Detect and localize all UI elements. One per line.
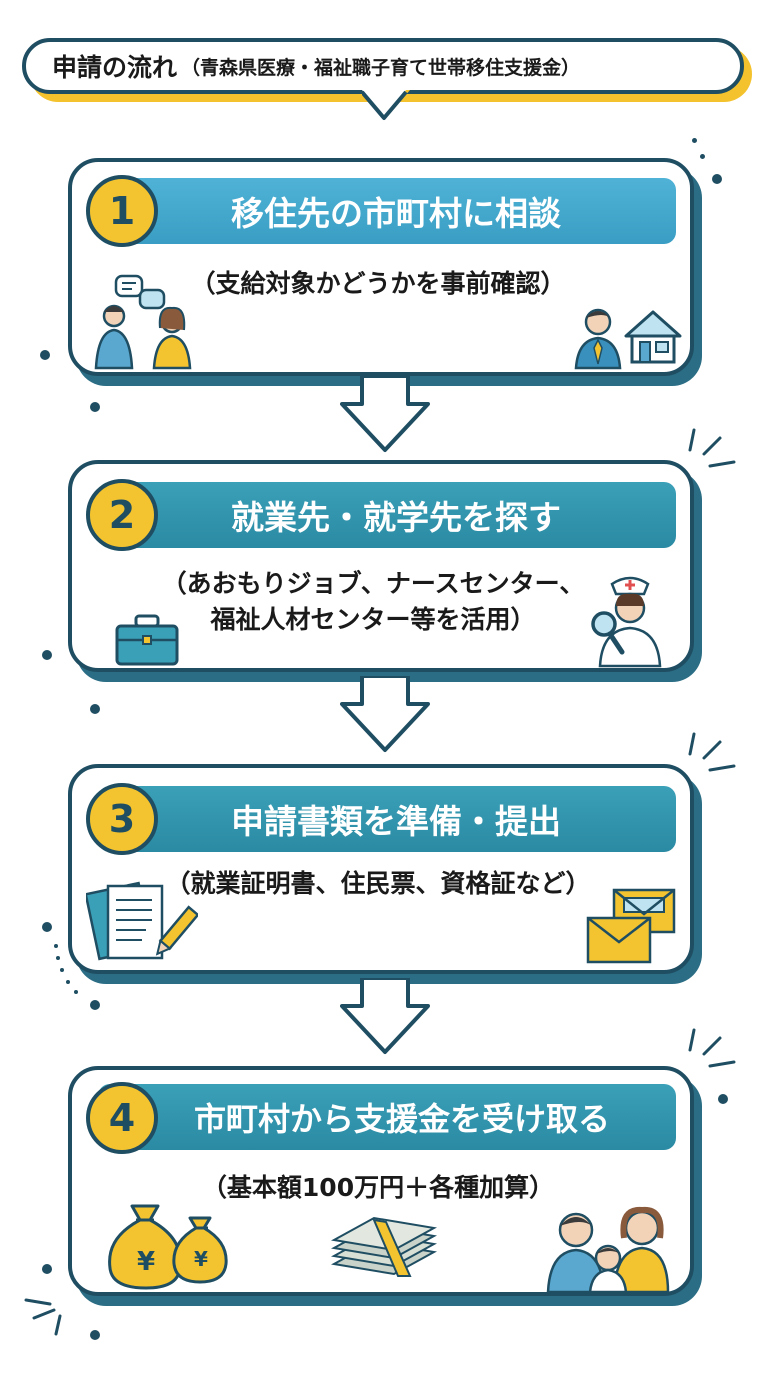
step-4-number: 4 bbox=[108, 1096, 136, 1140]
spark-lines-icon bbox=[688, 732, 736, 772]
flow-arrow-down-icon bbox=[340, 376, 430, 452]
step-3-header: 申請書類を準備・提出 bbox=[98, 786, 676, 852]
staff-person-icon bbox=[574, 308, 622, 370]
decor-dot bbox=[712, 174, 722, 184]
decor-dot bbox=[42, 1264, 52, 1274]
step-3-desc-line: （就業証明書、住民票、資格証など） bbox=[165, 869, 591, 898]
family-icon bbox=[546, 1206, 670, 1294]
yen-money-bags-icon: ¥ ¥ bbox=[108, 1204, 228, 1290]
step-3-number: 3 bbox=[108, 797, 136, 841]
step-4-description: （基本額100万円＋各種加算） bbox=[168, 1170, 588, 1206]
decor-dot bbox=[90, 402, 100, 412]
step-2-number-badge: 2 bbox=[86, 479, 158, 551]
decor-dot bbox=[90, 704, 100, 714]
page-subtitle: （青森県医療・福祉職子育て世帯移住支援金） bbox=[181, 56, 581, 79]
step-2-header: 就業先・就学先を探す bbox=[98, 482, 676, 548]
flow-arrow-down-icon bbox=[340, 676, 430, 752]
step-4-header: 市町村から支援金を受け取る bbox=[98, 1084, 676, 1150]
title-bubble: 申請の流れ （青森県医療・福祉職子育て世帯移住支援金） bbox=[22, 38, 744, 94]
step-3-description: （就業証明書、住民票、資格証など） bbox=[148, 866, 608, 902]
yen-symbol: ¥ bbox=[194, 1247, 208, 1271]
decor-dot bbox=[718, 1094, 728, 1104]
decor-dot bbox=[692, 138, 697, 143]
step-4-desc-line: （基本額100万円＋各種加算） bbox=[201, 1173, 555, 1202]
step-1-number-badge: 1 bbox=[86, 175, 158, 247]
step-2-desc-line: （あおもりジョブ、ナースセンター、 bbox=[161, 569, 585, 598]
step-3-number-badge: 3 bbox=[86, 783, 158, 855]
decor-dot bbox=[700, 154, 705, 159]
step-1-number: 1 bbox=[108, 189, 136, 233]
briefcase-icon bbox=[115, 614, 179, 666]
step-3-heading: 申請書類を準備・提出 bbox=[231, 802, 561, 841]
decor-dot bbox=[42, 650, 52, 660]
step-2-number: 2 bbox=[108, 493, 136, 537]
nurse-search-icon bbox=[591, 576, 662, 668]
flow-arrow-down-icon bbox=[340, 978, 430, 1054]
step-2-description: （あおもりジョブ、ナースセンター、 福祉人材センター等を活用） bbox=[148, 566, 598, 638]
step-1-header: 移住先の市町村に相談 bbox=[98, 178, 676, 244]
envelopes-icon bbox=[586, 888, 676, 964]
dotted-arc-icon bbox=[54, 944, 78, 994]
documents-pencil-icon bbox=[86, 881, 198, 961]
page-title: 申請の流れ bbox=[52, 53, 178, 82]
step-1-desc-line: （支給対象かどうかを事前確認） bbox=[190, 269, 566, 298]
decor-dot bbox=[40, 350, 50, 360]
decor-dot bbox=[90, 1330, 100, 1340]
step-4-number-badge: 4 bbox=[86, 1082, 158, 1154]
step-2-heading: 就業先・就学先を探す bbox=[231, 498, 561, 537]
decor-dot bbox=[90, 1000, 100, 1010]
decor-dot bbox=[42, 922, 52, 932]
step-2-desc-line: 福祉人材センター等を活用） bbox=[210, 605, 536, 634]
spark-lines-icon bbox=[688, 428, 736, 468]
yen-symbol: ¥ bbox=[137, 1247, 155, 1277]
spark-lines-icon bbox=[24, 1298, 62, 1336]
spark-lines-icon bbox=[688, 1028, 736, 1068]
consulting-people-icon bbox=[94, 274, 192, 370]
house-icon bbox=[624, 310, 682, 364]
title-pointer bbox=[362, 90, 410, 120]
step-1-heading: 移住先の市町村に相談 bbox=[231, 194, 561, 233]
step-1-description: （支給対象かどうかを事前確認） bbox=[168, 266, 588, 302]
step-4-heading: 市町村から支援金を受け取る bbox=[193, 1100, 610, 1138]
cash-stack-icon bbox=[330, 1216, 438, 1277]
